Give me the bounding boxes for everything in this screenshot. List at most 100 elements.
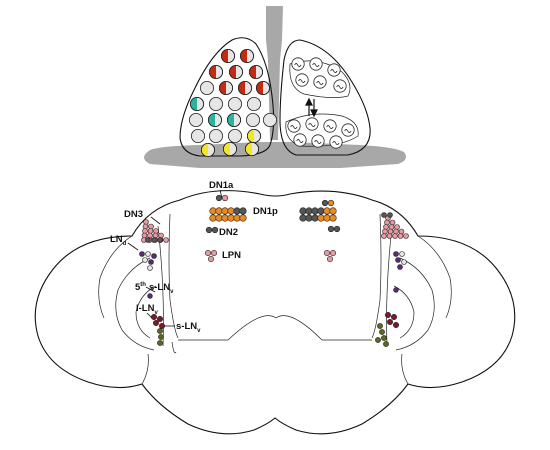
- dn1p-neuron: [215, 214, 223, 222]
- dn1p-neuron: [311, 214, 319, 222]
- lnd-neuron: [145, 251, 151, 257]
- dn1p-neuron: [299, 207, 307, 215]
- dn1p-neuron: [305, 207, 313, 215]
- dn1p-neuron: [233, 207, 241, 215]
- label-dn1a: DN1a: [209, 180, 234, 191]
- lnd-neuron: [393, 251, 399, 257]
- dn3-neuron: [151, 237, 157, 243]
- dn2-neuron: [333, 225, 341, 233]
- s-lnv-neuron: [379, 329, 385, 335]
- cell: [246, 128, 261, 143]
- dn2-neuron: [327, 225, 335, 233]
- right-cell-cluster: [279, 39, 371, 156]
- dn1p-neuron: [323, 214, 331, 222]
- cell: [222, 141, 237, 156]
- dn1a-neuron: [221, 194, 229, 202]
- s-lnv-neuron: [377, 323, 383, 329]
- s-lnv-neuron: [381, 335, 387, 341]
- wave-pattern-icon: [295, 73, 309, 87]
- lnd-neuron: [399, 251, 405, 257]
- label-dn3: DN3: [124, 209, 143, 220]
- l-lnv-neuron: [392, 321, 399, 328]
- leader-lines: [127, 189, 223, 327]
- dn1p-neuron: [209, 207, 217, 215]
- wave-pattern-icon: [287, 119, 301, 133]
- wave-pattern-icon: [293, 133, 307, 147]
- dn1p-neuron: [239, 207, 247, 215]
- dn1p-neuron: [329, 207, 337, 215]
- cell: [227, 97, 242, 112]
- l-lnv-neuron: [153, 319, 160, 326]
- label-lnd: LNd: [110, 234, 127, 247]
- l-lnv-neuron: [384, 311, 391, 318]
- cell: [188, 113, 203, 128]
- dn1p-neuron: [209, 214, 217, 222]
- cell: [228, 65, 243, 80]
- lpn-neuron: [326, 255, 333, 262]
- s-lnv-neuron: [383, 341, 389, 347]
- cell: [208, 97, 223, 112]
- cell: [208, 65, 223, 80]
- lnd-neuron: [395, 257, 401, 263]
- dn3-neuron: [389, 219, 396, 226]
- left-cell-grid: [188, 49, 277, 157]
- cell: [248, 65, 263, 80]
- dn2-neuron: [205, 226, 213, 234]
- wave-pattern-icon: [323, 119, 337, 133]
- wave-pattern-icon: [329, 135, 343, 149]
- s-lnv-neuron: [157, 328, 163, 334]
- cell: [199, 81, 214, 96]
- dn1p-neuron: [221, 214, 229, 222]
- dn1p-neuron: [233, 214, 241, 222]
- wave-pattern-icon: [311, 134, 325, 148]
- label-dn2: DN2: [219, 227, 238, 238]
- l-lnv-neuron: [390, 313, 397, 320]
- lpn-neuron: [329, 250, 336, 257]
- dn1p-neuron: [317, 214, 325, 222]
- dn3-neuron: [387, 228, 394, 235]
- dn1p-neuron: [227, 214, 235, 222]
- dn1p-neuron: [239, 214, 247, 222]
- cell: [245, 113, 260, 128]
- dn1p-neuron: [221, 207, 229, 215]
- dn3-neuron: [383, 224, 389, 230]
- wave-pattern-icon: [333, 79, 347, 93]
- cell: [244, 141, 259, 156]
- cell: [218, 81, 233, 96]
- left-cell-cluster: [179, 37, 277, 157]
- dn1p-neuron: [323, 207, 331, 215]
- dn3-neuron: [382, 228, 388, 235]
- dn3-neuron: [388, 224, 395, 230]
- dn3-neuron: [403, 233, 409, 239]
- cell: [200, 142, 215, 157]
- cell: [189, 97, 204, 112]
- dn1p-neuron: [215, 207, 223, 215]
- neuron-clusters: [139, 194, 409, 347]
- dn3-neuron: [386, 233, 393, 239]
- lpn-neuron: [205, 250, 212, 257]
- dn3-neuron: [393, 228, 399, 235]
- s-lnv-neuron: [158, 334, 164, 340]
- wave-pattern-icon: [309, 57, 323, 71]
- label-l-lnv: l-LNv: [136, 303, 158, 316]
- dn1p-neuron: [299, 214, 307, 222]
- lpn-neuron: [323, 250, 330, 257]
- dn3-neuron: [392, 233, 398, 239]
- cell: [262, 113, 277, 128]
- dn3-neuron: [394, 224, 400, 230]
- dn3-neuron: [384, 219, 390, 226]
- up-down-arrows-icon: [305, 97, 318, 118]
- dn3-neuron: [157, 237, 163, 243]
- fifth-slnv-neuron: [147, 293, 153, 299]
- cell: [208, 128, 223, 143]
- lnd-neuron: [139, 251, 145, 257]
- label-lpn: LPN: [222, 250, 241, 261]
- dn3-neuron: [387, 212, 393, 218]
- label-s-lnv: s-LNv: [176, 321, 201, 334]
- lnd-neuron: [147, 265, 153, 271]
- lpn-neuron: [211, 250, 218, 257]
- fifth-slnv-neuron: [393, 287, 399, 293]
